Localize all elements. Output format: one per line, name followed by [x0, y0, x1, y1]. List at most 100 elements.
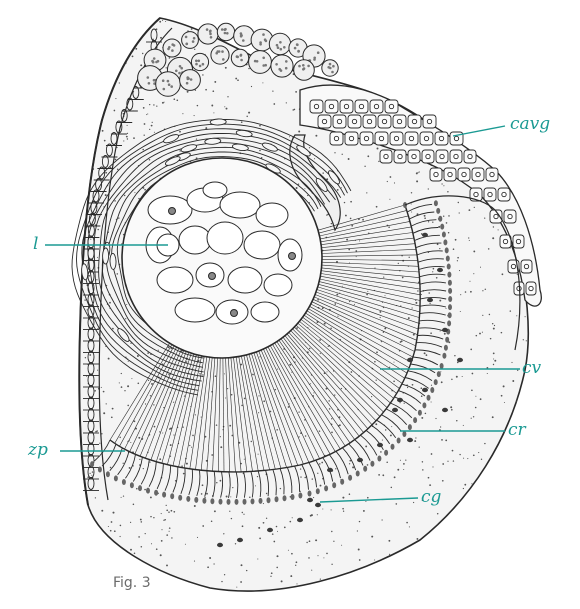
granule-dot [262, 33, 265, 36]
stipple-dot [100, 386, 102, 388]
stipple-dot [91, 471, 94, 473]
stipple-dot [121, 31, 123, 33]
stipple-dot [470, 348, 473, 351]
stipple-dot [520, 70, 522, 73]
pigment-granule [422, 232, 428, 238]
stipple-dot [149, 496, 152, 499]
stipple-dot [419, 107, 421, 109]
stipple-dot [285, 102, 287, 104]
stipple-dot [380, 340, 383, 343]
stipple-dot [416, 100, 419, 103]
granule-dot [224, 27, 227, 31]
stipple-dot [411, 78, 414, 81]
stipple-dot [414, 552, 417, 555]
stipple-dot [143, 134, 145, 136]
pigment-granules [217, 232, 463, 548]
granule-dot [285, 60, 288, 63]
receptor-nucleus [442, 352, 447, 359]
cell-nucleus [378, 135, 385, 142]
stipple-dot [181, 465, 183, 467]
stipple-dot [500, 331, 503, 334]
stipple-dot [185, 462, 188, 465]
stipple-dot [326, 178, 329, 181]
lens-cell-outline [227, 266, 263, 294]
stipple-dot [153, 131, 155, 133]
stipple-dot [174, 480, 177, 482]
granule-dot [279, 69, 283, 72]
receptor-cell [329, 454, 341, 479]
vitreous-fibre [172, 355, 200, 466]
stipple-dot [307, 194, 309, 197]
stipple-dot [296, 327, 298, 329]
vitreous-fibre [265, 347, 320, 459]
stipple-dot [225, 107, 228, 110]
stipple-dot [136, 355, 139, 357]
stipple-dot [319, 484, 322, 487]
stipple-dot [412, 501, 415, 504]
stipple-dot [348, 463, 351, 465]
stipple-dot [321, 461, 324, 464]
granule-dot [264, 39, 268, 43]
epithelium-cell [87, 477, 95, 490]
stipple-dot [471, 483, 473, 485]
stipple-dot [153, 516, 155, 519]
stipple-dot [110, 45, 113, 47]
epithelium-cell [87, 385, 95, 398]
pigment-granule [377, 442, 383, 448]
stipple-dot [444, 81, 447, 84]
granule-dot [185, 42, 188, 46]
stipple-dot [423, 352, 426, 355]
stipple-dot [232, 21, 235, 24]
stipple-dot [89, 354, 92, 356]
stipple-dot [454, 354, 456, 357]
stipple-dot [511, 20, 514, 22]
stipple-dot [440, 381, 443, 384]
stipple-dot [241, 511, 244, 514]
stipple-dot [122, 495, 125, 497]
stipple-dot [322, 508, 324, 510]
stipple-dot [468, 239, 470, 241]
stipple-dot [474, 406, 477, 409]
granule-dot [191, 40, 195, 43]
stipple-dot [477, 529, 479, 531]
stipple-dot [386, 180, 388, 183]
receptor-nucleus [436, 371, 441, 378]
granule-dot [161, 79, 165, 82]
stipple-dot [362, 45, 365, 47]
capsule-fibre [81, 128, 345, 387]
stipple-dot [428, 34, 430, 36]
granule-dot [167, 83, 171, 86]
vitreous-fibre [114, 344, 173, 444]
stipple-dot [241, 525, 244, 528]
receptor-nucleus [448, 304, 452, 311]
receptor-cell [204, 470, 208, 497]
stipple-dot [127, 385, 130, 388]
stipple-dot [504, 508, 507, 510]
stipple-dot [112, 55, 115, 57]
stipple-dot [336, 260, 338, 263]
stipple-dot [479, 398, 482, 401]
vitreous-fibre [167, 354, 197, 465]
stipple-dot [141, 25, 144, 28]
stipple-dot [418, 446, 420, 448]
granule-dot [215, 51, 218, 55]
stipple-dot [349, 459, 352, 462]
stipple-dot [512, 380, 515, 382]
stipple-dot [358, 559, 361, 561]
stipple-dot [381, 571, 384, 573]
stipple-dot [442, 48, 444, 50]
epithelium-cell [87, 316, 95, 329]
vitreous-fibre [318, 210, 407, 234]
stipple-dot [367, 155, 370, 158]
stipple-dot [337, 315, 339, 317]
stipple-dot [344, 214, 347, 217]
stipple-dot [382, 331, 385, 333]
stipple-dot [435, 576, 438, 579]
stipple-dot [139, 518, 142, 521]
vitreous-fibre [248, 354, 282, 469]
stipple-dot [428, 41, 430, 44]
receptor-nucleus [266, 497, 271, 504]
stipple-dot [411, 211, 413, 213]
stipple-dot [259, 356, 261, 358]
stipple-dot [319, 339, 321, 341]
